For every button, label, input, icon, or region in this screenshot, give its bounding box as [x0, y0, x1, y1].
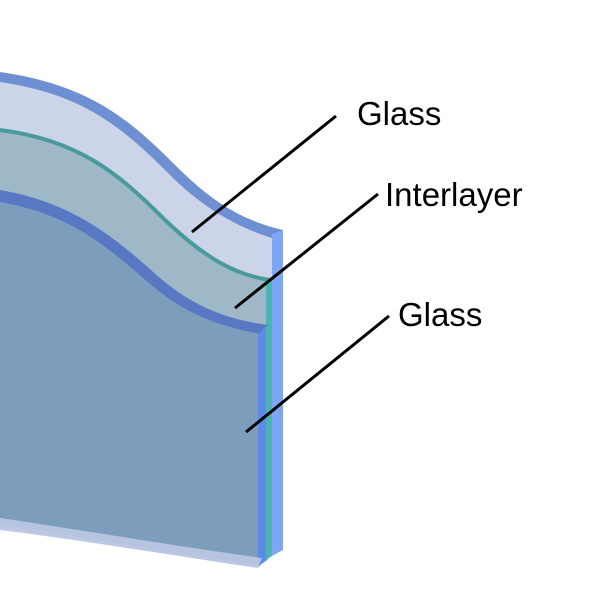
- interlayer-top-edge: [0, 128, 271, 282]
- interlayer-side-edge: [266, 280, 272, 560]
- front-glass-top-edge: [0, 190, 268, 334]
- label-top-glass: Glass: [357, 95, 442, 132]
- leader-line-top-glass: [191, 114, 337, 234]
- label-interlayer: Interlayer: [385, 176, 523, 213]
- leader-line-bottom-glass: [245, 314, 390, 434]
- label-bottom-glass: Glass: [398, 296, 483, 333]
- front-glass-face: [0, 192, 264, 558]
- leader-line-interlayer: [234, 192, 379, 310]
- bottom-edge-band: [0, 518, 262, 568]
- front-glass-side-edge: [258, 326, 266, 567]
- back-glass-top-edge: [0, 72, 283, 238]
- back-glass-side-edge: [272, 230, 283, 556]
